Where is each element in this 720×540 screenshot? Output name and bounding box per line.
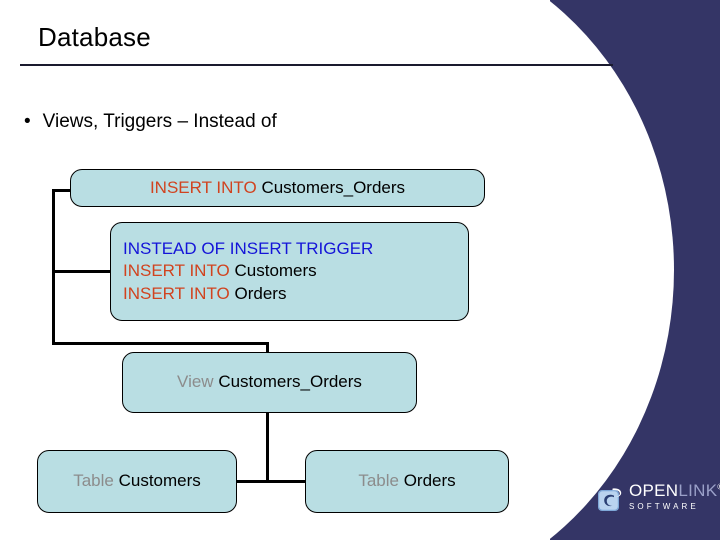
trademark-symbol: ® — [717, 482, 720, 491]
connector-to-trigger-box — [52, 270, 116, 273]
node-table-orders[interactable]: Table Orders — [305, 450, 509, 513]
sql-keyword: INSERT INTO — [149, 177, 257, 197]
connector-left-trunk — [52, 189, 55, 345]
sql-object: Orders — [234, 283, 287, 303]
node-instead-of-insert-trigger[interactable]: INSTEAD OF INSERT TRIGGER INSERT INTO Cu… — [110, 222, 469, 321]
node-line: Table Customers — [73, 470, 201, 492]
connector-view-to-tables — [266, 411, 269, 483]
node-line: Table Orders — [358, 470, 455, 492]
connector-tables-bus — [232, 480, 310, 483]
node-line: INSERT INTO Customers_Orders — [150, 177, 405, 199]
sql-keyword: INSERT INTO — [123, 261, 230, 281]
node-table-customers[interactable]: Table Customers — [37, 450, 237, 513]
node-line: INSERT INTO Customers — [123, 260, 468, 282]
page-title: Database — [38, 22, 151, 52]
bullet-item: • Views, Triggers – Instead of — [24, 111, 277, 133]
connector-trunk-to-view — [52, 342, 269, 345]
sql-object: Customers_Orders — [261, 177, 406, 197]
bullet-label: Views, Triggers – Instead of — [42, 111, 277, 132]
sql-keyword: INSERT INTO — [123, 283, 230, 303]
node-line: View Customers_Orders — [177, 371, 362, 393]
sql-object: Customers — [118, 471, 201, 491]
brand-link: LINK — [678, 481, 718, 500]
openlink-wordmark: OPENLINK® SOFTWARE — [629, 482, 720, 511]
connector-to-insert-box — [52, 189, 78, 192]
openlink-name: OPENLINK® — [629, 482, 720, 499]
sql-object: Customers_Orders — [218, 372, 362, 392]
node-insert-into-customers-orders[interactable]: INSERT INTO Customers_Orders — [70, 169, 485, 207]
brand-open: OPEN — [629, 481, 679, 500]
title-divider — [20, 64, 613, 66]
brand-tagline: SOFTWARE — [629, 502, 699, 511]
trigger-keyword: INSTEAD OF INSERT TRIGGER — [123, 239, 374, 259]
bullet-marker: • — [24, 111, 31, 132]
node-view-customers-orders[interactable]: View Customers_Orders — [122, 352, 417, 413]
openlink-emblem-icon — [598, 488, 622, 511]
node-line: INSTEAD OF INSERT TRIGGER — [123, 238, 468, 260]
object-type-keyword: View — [177, 372, 214, 392]
openlink-logo: OPENLINK® SOFTWARE — [596, 479, 720, 519]
sql-object: Orders — [403, 471, 456, 491]
connector-view-drop — [266, 342, 269, 356]
sql-object: Customers — [234, 261, 317, 281]
node-line: INSERT INTO Orders — [123, 283, 468, 305]
object-type-keyword: Table — [358, 471, 399, 491]
object-type-keyword: Table — [73, 471, 114, 491]
